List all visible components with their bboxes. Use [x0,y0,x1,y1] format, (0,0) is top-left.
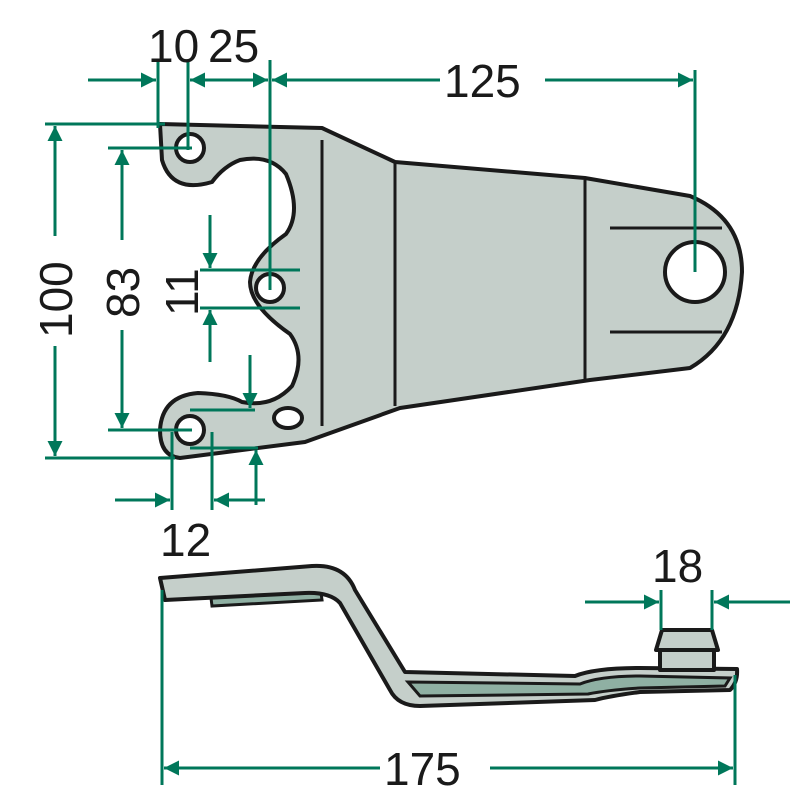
dim-label-125: 125 [444,55,521,107]
dim-label-12: 12 [160,514,211,566]
dim-label-18: 18 [652,540,703,592]
plate-top-view [158,122,744,460]
slot [272,406,304,430]
dimension-lines [45,60,790,785]
dim-label-83: 83 [97,267,149,318]
dim-label-25: 25 [208,20,259,72]
dim-label-11: 11 [156,268,208,316]
plate-side-view [158,563,740,708]
dim-label-10: 10 [148,20,199,72]
dim-label-100: 100 [30,261,82,338]
dim-label-175: 175 [384,743,461,795]
